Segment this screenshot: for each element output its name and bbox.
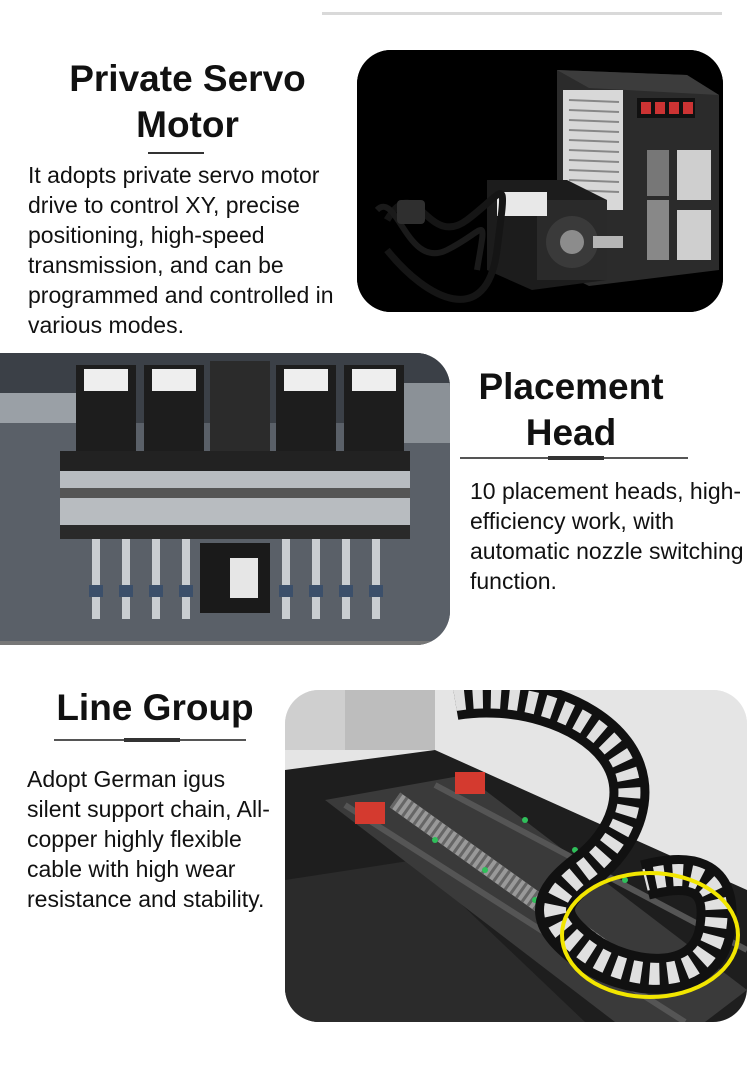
line-group-description: Adopt German igus silent support chain, … (27, 766, 270, 912)
servo-motor-photo (357, 50, 723, 312)
placement-head-photo (0, 353, 450, 645)
placement-head-underline-accent (548, 456, 604, 460)
servo-motor-title: Private Servo Motor (69, 58, 306, 145)
placement-head-title: Placement Head (478, 366, 664, 453)
line-group-title-underline (54, 738, 246, 742)
line-group-photo (285, 690, 747, 1022)
placement-head-description: 10 placement heads, high-efficiency work… (470, 478, 744, 594)
servo-motor-title-underline (148, 152, 204, 154)
line-group-underline-accent (124, 738, 180, 742)
placement-head-title-underline (460, 456, 688, 460)
line-group-title: Line Group (56, 687, 254, 728)
servo-motor-description: It adopts private servo motor drive to c… (28, 162, 334, 338)
top-divider (322, 12, 722, 15)
